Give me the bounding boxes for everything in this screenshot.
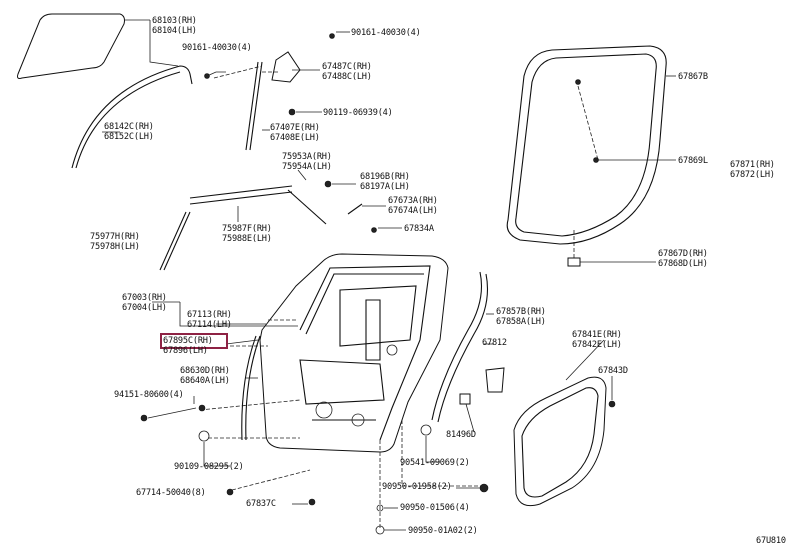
- label-67003[interactable]: 67003(RH) 67004(LH): [122, 293, 167, 313]
- label-67869l[interactable]: 67869L: [678, 156, 708, 166]
- highlight-box: [160, 333, 228, 349]
- division-bar-part: [204, 31, 350, 151]
- label-68630d[interactable]: 68630D(RH) 68640A(LH): [180, 366, 230, 386]
- label-81496d[interactable]: 81496D: [446, 430, 476, 440]
- label-90541[interactable]: 90541-09069(2): [400, 458, 470, 468]
- door-panel-part: [199, 253, 449, 491]
- label-67837c[interactable]: 67837C: [246, 499, 276, 509]
- service-cover-part: [513, 339, 616, 507]
- glass-run-part: [71, 20, 193, 169]
- label-90109[interactable]: 90109-08295(2): [174, 462, 244, 472]
- label-67714[interactable]: 67714-50040(8): [136, 488, 206, 498]
- label-75953a[interactable]: 75953A(RH) 75954A(LH): [282, 152, 332, 172]
- rear-seal-part: [241, 335, 261, 441]
- label-67895c[interactable]: 67895C(RH) 67896(LH): [163, 336, 213, 356]
- label-90950-01a02[interactable]: 90950-01A02(2): [408, 526, 478, 536]
- label-90161-b[interactable]: 90161-40030(4): [351, 28, 421, 38]
- label-67812[interactable]: 67812: [482, 338, 507, 348]
- label-75987f[interactable]: 75987F(RH) 75988E(LH): [222, 224, 272, 244]
- label-67857b[interactable]: 67857B(RH) 67858A(LH): [496, 307, 546, 327]
- rear-weatherstrip-part: [431, 271, 505, 433]
- fasteners-part: [140, 301, 489, 535]
- label-75977h[interactable]: 75977H(RH) 75978H(LH): [90, 232, 140, 252]
- belt-moulding-part: [159, 169, 402, 271]
- label-90950-01958[interactable]: 90950-01958(2): [382, 482, 452, 492]
- label-67673a[interactable]: 67673A(RH) 67674A(LH): [388, 196, 438, 216]
- label-68196b[interactable]: 68196B(RH) 68197A(LH): [360, 172, 410, 192]
- door-weatherstrip-part: [506, 45, 676, 267]
- label-94151[interactable]: 94151-80600(4): [114, 390, 184, 400]
- label-67843d[interactable]: 67843D: [598, 366, 628, 376]
- label-67871[interactable]: 67871(RH) 67872(LH): [730, 160, 775, 180]
- label-68103[interactable]: 68103(RH) 68104(LH): [152, 16, 197, 36]
- label-67834a[interactable]: 67834A: [404, 224, 434, 234]
- label-67113[interactable]: 67113(RH) 67114(LH): [187, 310, 232, 330]
- label-90161-a[interactable]: 90161-40030(4): [182, 43, 252, 53]
- diagram-code: 67U810: [756, 536, 786, 546]
- label-90119[interactable]: 90119-06939(4): [323, 108, 393, 118]
- label-67407e[interactable]: 67407E(RH) 67408E(LH): [270, 123, 320, 143]
- label-68142c[interactable]: 68142C(RH) 68152C(LH): [104, 122, 154, 142]
- label-67487c[interactable]: 67487C(RH) 67488C(LH): [322, 62, 372, 82]
- label-67867b[interactable]: 67867B: [678, 72, 708, 82]
- label-90950-01506[interactable]: 90950-01506(4): [400, 503, 470, 513]
- label-67841e[interactable]: 67841E(RH) 67842E(LH): [572, 330, 622, 350]
- door-glass-part: [17, 13, 150, 79]
- label-67867d[interactable]: 67867D(RH) 67868D(LH): [658, 249, 708, 269]
